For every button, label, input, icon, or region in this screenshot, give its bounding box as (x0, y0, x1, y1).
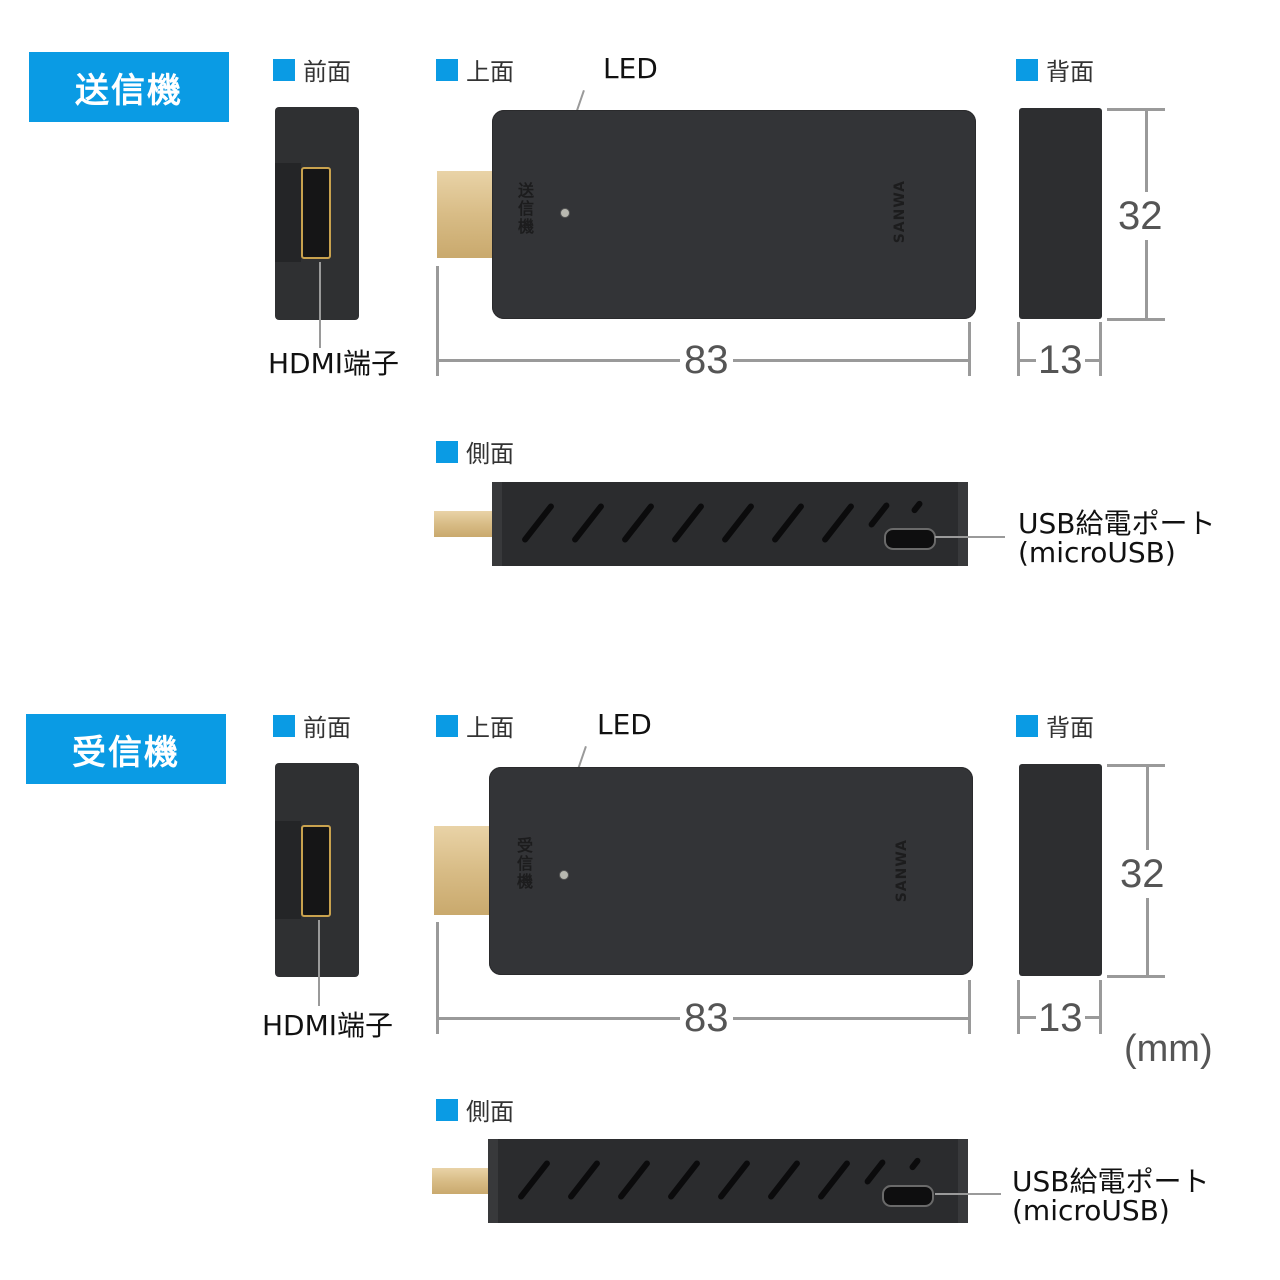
blue-square-icon (436, 714, 458, 737)
receiver-side-view (488, 1139, 968, 1223)
width-dimension: 13 (1036, 338, 1085, 382)
dim-tick-left (436, 922, 439, 1034)
dim-tick-right (968, 322, 971, 376)
vent-slot (616, 1159, 652, 1201)
receiver-back-label: 背面 (1016, 708, 1094, 743)
dim-tick-w-left (1017, 322, 1020, 376)
micro-usb-port-icon (884, 528, 936, 550)
vent-slot (867, 501, 891, 529)
blue-square-icon (1016, 714, 1038, 737)
vent-slot (666, 1159, 702, 1201)
transmitter-front-label: 前面 (273, 52, 351, 87)
front-recess (275, 821, 301, 919)
dim-tick-w-right (1099, 980, 1102, 1034)
dim-tick-right (968, 980, 971, 1034)
transmitter-back-label: 背面 (1016, 52, 1094, 87)
embossed-model-text: 送信機 (515, 182, 534, 236)
side-endcap-left (488, 1139, 498, 1223)
blue-square-icon (273, 714, 295, 737)
vent-slot (820, 502, 856, 544)
receiver-front-label: 前面 (273, 708, 351, 743)
blue-square-icon (436, 58, 458, 81)
vent-slot (520, 502, 556, 544)
transmitter-hdmi-callout: HDMI端子 (268, 347, 400, 380)
transmitter-title-badge: 送信機 (29, 52, 229, 122)
receiver-led-callout: LED (597, 708, 652, 741)
hdmi-callout-line (319, 262, 321, 348)
hdmi-callout-line (318, 920, 320, 1006)
transmitter-side-view (492, 482, 968, 566)
transmitter-back-view (1019, 108, 1102, 319)
receiver-top-view: 受信機 SANWA (489, 767, 973, 975)
transmitter-usb-callout-1: USB給電ポート (1018, 507, 1216, 540)
receiver-title-badge: 受信機 (26, 714, 226, 784)
vent-slot (770, 502, 806, 544)
dim-tick-w-left (1017, 980, 1020, 1034)
side-endcap-left (492, 482, 502, 566)
vent-slot (566, 1159, 602, 1201)
receiver-back-view (1019, 764, 1102, 976)
vent-slot (863, 1158, 887, 1186)
brand-logo: SANWA (892, 180, 908, 244)
micro-usb-port-icon (882, 1185, 934, 1207)
blue-square-icon (273, 58, 295, 81)
length-dimension: 83 (680, 340, 733, 380)
led-indicator-icon (560, 208, 570, 218)
vent-slot (910, 499, 924, 515)
vent-slot (516, 1159, 552, 1201)
transmitter-usb-callout-2: (microUSB) (1018, 536, 1176, 569)
hdmi-plug-side (434, 511, 496, 537)
usb-callout-line (935, 1193, 1001, 1195)
hdmi-port-icon (301, 825, 331, 917)
usb-callout-line (935, 536, 1005, 538)
brand-logo: SANWA (894, 839, 910, 903)
vent-slot (716, 1159, 752, 1201)
length-dimension: 83 (680, 998, 733, 1038)
height-dimension: 32 (1120, 850, 1165, 898)
dim-tick-bottom (1107, 318, 1165, 321)
vent-slot (816, 1159, 852, 1201)
transmitter-top-label: 上面 (436, 52, 514, 87)
vent-slot (908, 1156, 922, 1172)
height-dimension: 32 (1118, 192, 1163, 240)
dim-tick-w-right (1099, 322, 1102, 376)
receiver-front-view (275, 763, 359, 977)
receiver-side-label: 側面 (436, 1092, 514, 1127)
dim-tick-top (1107, 764, 1165, 767)
vent-slot (766, 1159, 802, 1201)
blue-square-icon (436, 440, 458, 463)
hdmi-plug-side (432, 1168, 494, 1194)
transmitter-led-callout: LED (603, 52, 658, 85)
side-endcap-right (958, 482, 968, 566)
transmitter-top-view: 送信機 SANWA (492, 110, 976, 319)
dim-tick-top (1107, 108, 1165, 111)
vent-slot (720, 502, 756, 544)
vent-slot (670, 502, 706, 544)
hdmi-plug (434, 826, 498, 915)
unit-label: (mm) (1124, 1028, 1213, 1070)
vent-slot (620, 502, 656, 544)
width-dimension: 13 (1036, 996, 1085, 1040)
embossed-model-text: 受信機 (514, 837, 533, 891)
hdmi-plug (437, 171, 499, 258)
led-indicator-icon (559, 870, 569, 880)
vent-slot (570, 502, 606, 544)
receiver-usb-callout-2: (microUSB) (1012, 1194, 1170, 1227)
transmitter-front-view (275, 107, 359, 320)
receiver-usb-callout-1: USB給電ポート (1012, 1165, 1210, 1198)
dim-tick-bottom (1107, 975, 1165, 978)
receiver-hdmi-callout: HDMI端子 (262, 1009, 394, 1042)
receiver-top-label: 上面 (436, 708, 514, 743)
blue-square-icon (436, 1098, 458, 1121)
hdmi-port-icon (301, 167, 331, 259)
transmitter-title: 送信機 (75, 70, 183, 111)
front-recess (275, 163, 301, 262)
receiver-title: 受信機 (72, 732, 180, 773)
blue-square-icon (1016, 58, 1038, 81)
dim-tick-left (436, 266, 439, 376)
transmitter-side-label: 側面 (436, 434, 514, 469)
side-endcap-right (958, 1139, 968, 1223)
